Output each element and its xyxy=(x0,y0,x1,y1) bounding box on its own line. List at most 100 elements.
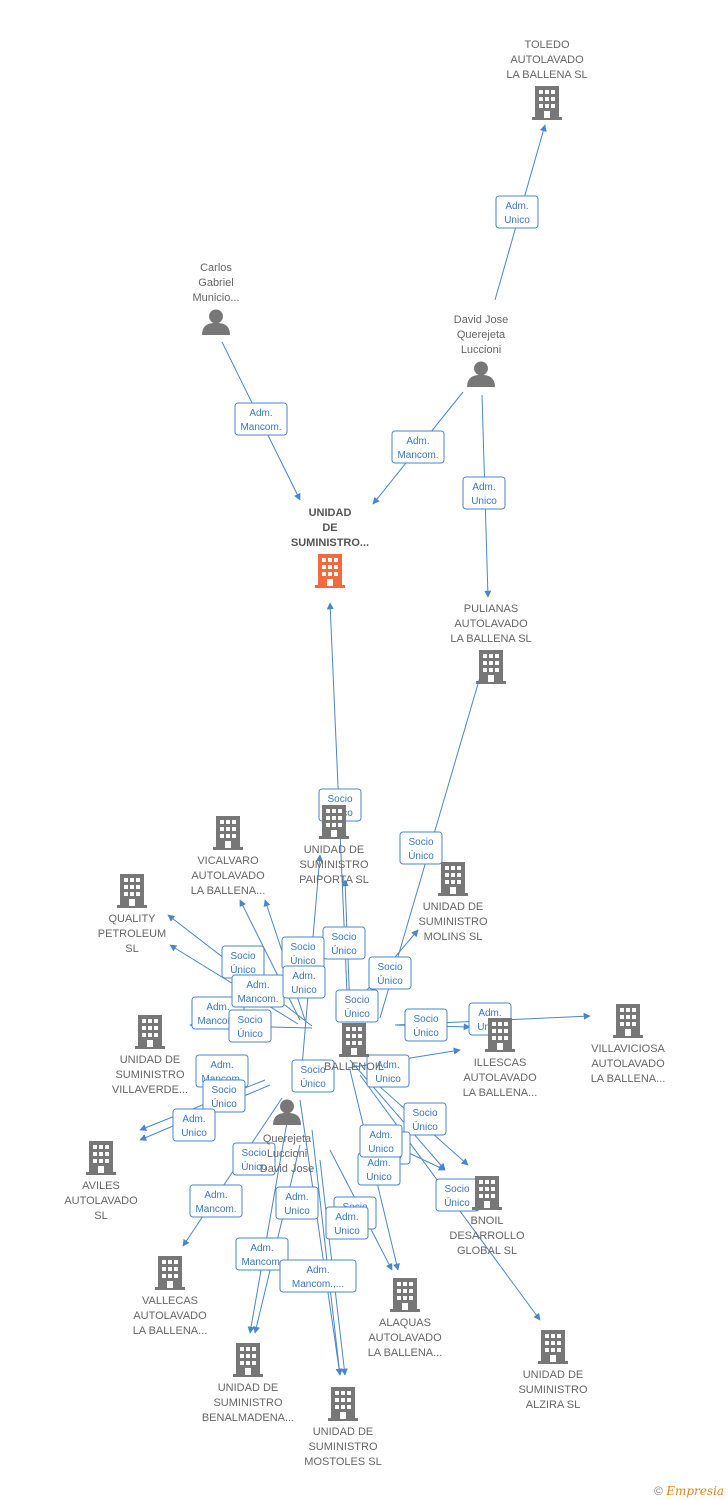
node-ballenoil[interactable]: BALLENOIL xyxy=(324,1023,384,1073)
node-unidad_main[interactable]: UNIDADDESUMINISTRO... xyxy=(291,507,369,588)
edge-label-text: Adm. xyxy=(306,1265,329,1276)
node-label: ALAQUAS xyxy=(379,1317,431,1329)
edge-label[interactable]: Adm.Unico xyxy=(495,195,539,229)
edge-label-text: Socio xyxy=(413,1014,438,1025)
edge-label-text: Unico xyxy=(334,1226,360,1237)
edge-label-box xyxy=(279,1259,357,1293)
edge-label[interactable]: Adm.Unico xyxy=(172,1108,216,1142)
node-label: LA BALLENA SL xyxy=(450,633,531,645)
edge-label[interactable]: Adm.Mancom. xyxy=(391,430,445,464)
edge-line xyxy=(239,899,301,1021)
edge-label-text: Mancom.,... xyxy=(292,1279,344,1290)
node-mostoles[interactable]: UNIDAD DE SUMINISTRO MOSTOLES SL xyxy=(304,1387,382,1468)
node-label: UNIDAD DE xyxy=(313,1426,374,1438)
node-benalmadena[interactable]: UNIDAD DESUMINISTROBENALMADENA... xyxy=(202,1343,294,1424)
node-label: TOLEDO xyxy=(524,39,569,51)
building-icon xyxy=(233,1343,263,1377)
edge-label-text: Mancom. xyxy=(197,1016,238,1027)
edge-label[interactable]: Adm.Mancom. xyxy=(235,1237,289,1271)
node-villaverde[interactable]: UNIDAD DESUMINISTROVILLAVERDE... xyxy=(112,1015,188,1096)
edge-label-text: Único xyxy=(241,1160,267,1173)
node-label: Querejeta xyxy=(263,1133,312,1145)
edge-label[interactable]: Adm.Unico xyxy=(462,476,506,510)
edge-label-text: Socio xyxy=(331,932,356,943)
edge-label-text: Único xyxy=(290,954,316,967)
edge-line xyxy=(247,1104,291,1334)
edge-label-text: Socio xyxy=(290,942,315,953)
edge-label-text: Adm. xyxy=(505,201,528,212)
edge-label-text: Único xyxy=(412,1120,438,1133)
person-icon xyxy=(273,1099,301,1125)
node-label: VALLECAS xyxy=(142,1295,198,1307)
edge-label-box xyxy=(172,1108,216,1142)
edge-label[interactable]: Adm.Unico xyxy=(366,1054,410,1088)
building-icon xyxy=(213,816,243,850)
node-label: MOSTOLES SL xyxy=(304,1456,381,1468)
node-carlos[interactable]: CarlosGabrielMunicio... xyxy=(192,262,240,335)
edge-label-text: Adm. xyxy=(472,482,495,493)
edge-label-box xyxy=(399,831,443,865)
edge-label-box xyxy=(366,1054,410,1088)
edge-label-text: Socio xyxy=(237,1015,262,1026)
building-icon xyxy=(390,1278,420,1312)
edge-line xyxy=(349,1059,446,1171)
edge-label[interactable]: Adm.Unico xyxy=(357,1152,401,1186)
node-label: VILLAVERDE... xyxy=(112,1084,188,1096)
edge-label-text: Socio xyxy=(211,1085,236,1096)
node-label: SUMINISTRO... xyxy=(291,537,369,549)
edge-label[interactable]: Adm.Mancom. xyxy=(189,1184,243,1218)
node-label: AVILES xyxy=(82,1180,120,1192)
node-label: Querejeta xyxy=(457,329,506,341)
edge-label-text: Adm. xyxy=(406,436,429,447)
edge-label[interactable]: Adm.Unico xyxy=(325,1206,369,1240)
node-label: AUTOLAVADO xyxy=(133,1310,207,1322)
edge-label-text: Mancom. xyxy=(195,1204,236,1215)
node-label: LA BALLENA... xyxy=(368,1347,443,1359)
edge-label[interactable]: Adm.Unico xyxy=(359,1124,403,1158)
edge-label-text: Unico xyxy=(368,1144,394,1155)
node-label: LA BALLENA... xyxy=(463,1087,538,1099)
edge-label-text: Único xyxy=(408,849,434,862)
edge-label[interactable]: Adm.Mancom. xyxy=(231,974,285,1008)
edge-label[interactable]: Adm.Mancom. xyxy=(234,402,288,436)
edge-label[interactable]: Adm.Unico xyxy=(275,1186,319,1220)
edge-label[interactable]: Adm.Unico xyxy=(282,965,326,999)
edge-label-text: Único xyxy=(300,1077,326,1090)
node-label: SUMINISTRO xyxy=(308,1441,378,1453)
edge-label[interactable]: Adm. Mancom.,... xyxy=(279,1259,357,1293)
node-label: SUMINISTRO xyxy=(213,1397,283,1409)
building-icon xyxy=(328,1387,358,1421)
edge-label-text: Socio xyxy=(327,794,352,805)
node-label: Luccioni xyxy=(461,344,501,356)
edge-line xyxy=(299,1099,343,1376)
footer-brand[interactable]: © Empresia xyxy=(654,1484,724,1498)
